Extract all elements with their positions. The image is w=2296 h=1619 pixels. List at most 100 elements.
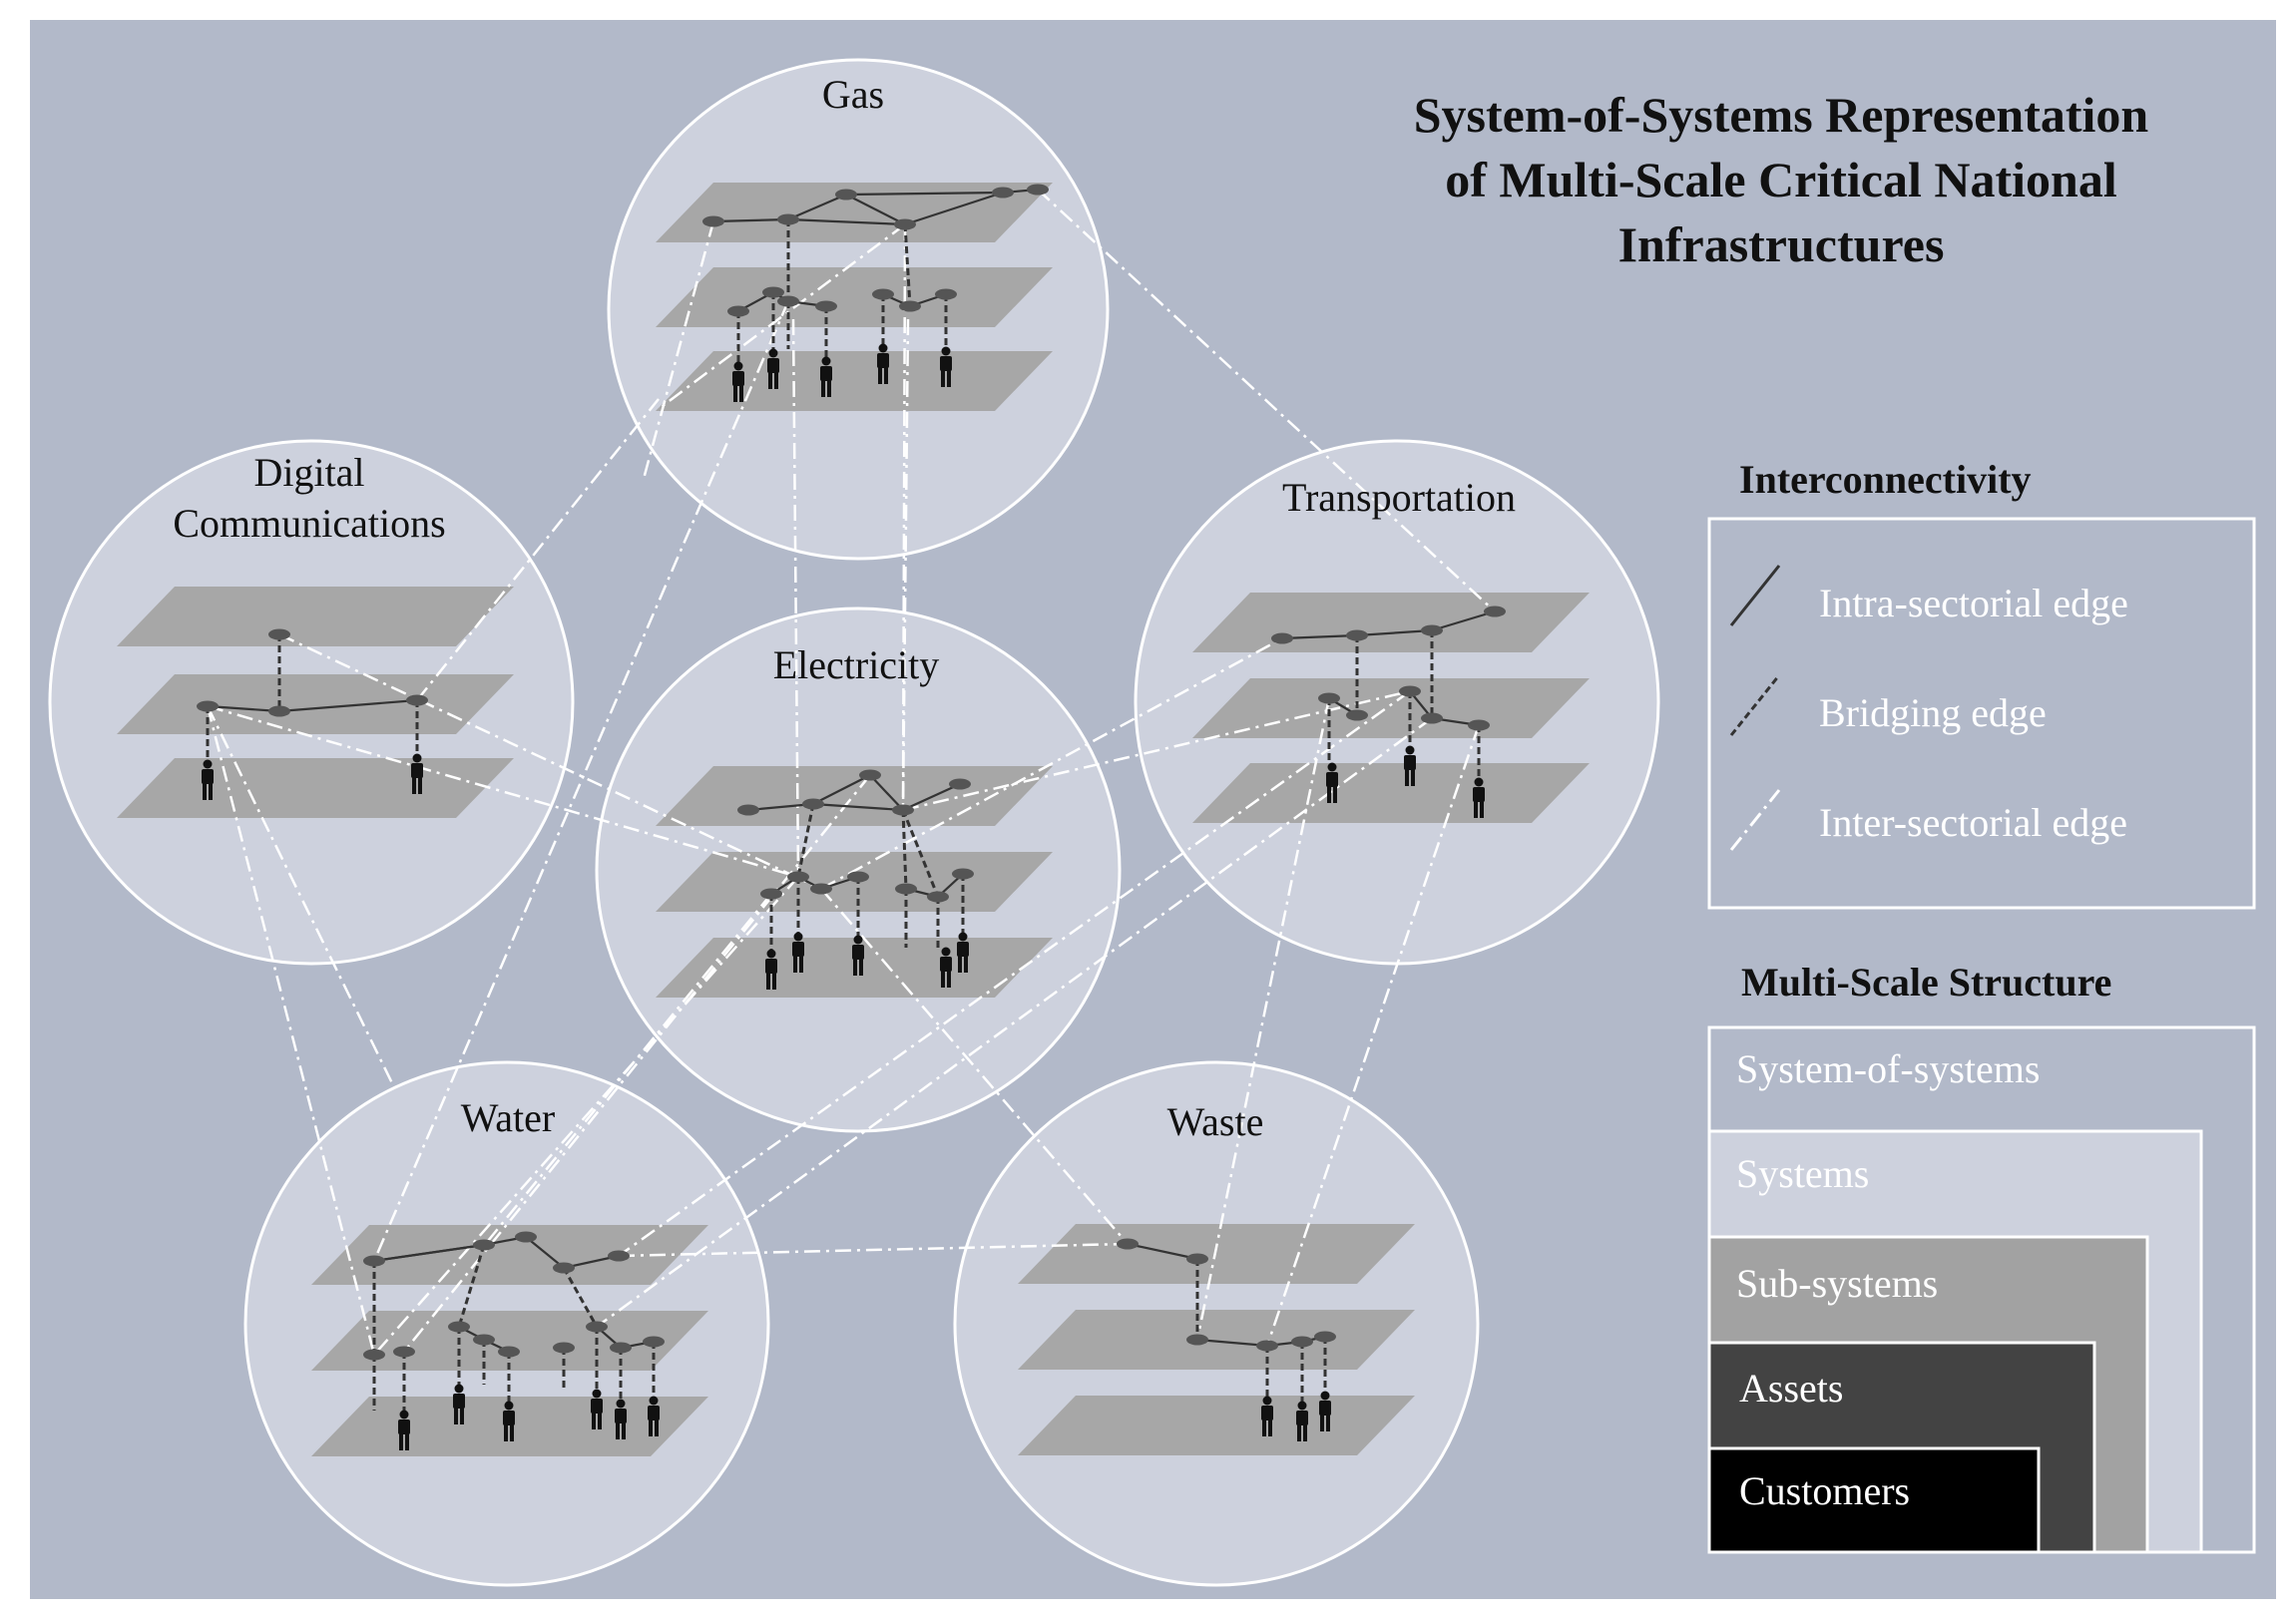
bridging-edges: [206, 219, 1481, 1411]
person-body: [1404, 755, 1416, 770]
node-transportation-e: [1318, 692, 1340, 704]
person-head: [766, 949, 776, 959]
person-head: [1262, 1396, 1272, 1406]
person-leg-left: [766, 973, 770, 990]
person-leg-left: [454, 1408, 458, 1424]
person-body: [615, 1409, 627, 1423]
person-icon-water-4: [591, 1389, 603, 1429]
node-electricity-g: [787, 871, 809, 883]
inter-sectorial-edge-6: [791, 318, 800, 878]
person-head: [853, 935, 863, 945]
person-body: [1261, 1406, 1273, 1420]
inter-sectorial-edge-10: [416, 398, 660, 701]
person-leg-left: [649, 1419, 653, 1436]
person-head: [649, 1396, 659, 1406]
person-icon-electricity-5: [957, 932, 969, 973]
person-leg-right: [655, 1419, 659, 1436]
node-waste-d: [1256, 1340, 1278, 1352]
node-water-k: [553, 1342, 575, 1354]
node-water-g: [393, 1346, 415, 1358]
label-water: Water: [461, 1095, 556, 1140]
person-icon-gas-4: [877, 343, 889, 384]
person-icon-gas-5: [940, 346, 952, 387]
person-head: [793, 932, 803, 942]
person-leg-right: [964, 956, 968, 973]
person-leg-left: [958, 956, 962, 973]
node-gas-c: [835, 189, 857, 201]
node-electricity-f: [760, 888, 782, 900]
person-icon-transportation-1: [1326, 762, 1338, 803]
person-head: [733, 361, 743, 371]
inter-sectorial-edge-7: [901, 318, 910, 811]
customer-icons: [202, 343, 1485, 1450]
person-body: [852, 945, 864, 960]
person-icon-gas-1: [732, 361, 744, 402]
level-assets-label: Assets: [1739, 1366, 1843, 1411]
person-head: [958, 932, 968, 942]
person-body: [648, 1406, 660, 1420]
node-digital-a: [268, 628, 290, 640]
bridging-edge-electricity-1: [796, 803, 815, 878]
person-leg-left: [399, 1433, 403, 1450]
person-body: [398, 1419, 410, 1434]
person-head: [504, 1401, 514, 1411]
node-water-a: [363, 1255, 385, 1267]
person-icon-gas-2: [767, 348, 779, 389]
person-leg-right: [774, 372, 778, 389]
person-leg-left: [203, 783, 207, 800]
node-digital-c: [268, 705, 290, 717]
inter-sectorial-edge-9: [207, 704, 799, 879]
node-electricity-k: [927, 891, 949, 903]
person-body: [940, 356, 952, 371]
person-leg-right: [405, 1433, 409, 1450]
person-leg-right: [460, 1408, 464, 1424]
person-icon-digital-1: [202, 759, 214, 800]
node-water-n: [643, 1336, 665, 1348]
node-gas-m: [935, 288, 957, 300]
person-leg-right: [947, 971, 951, 988]
node-electricity-j: [895, 883, 917, 895]
node-water-d: [553, 1262, 575, 1274]
node-electricity-c: [859, 769, 881, 781]
multiscale-heading: Multi-Scale Structure: [1741, 960, 2111, 1005]
person-icon-waste-3: [1319, 1391, 1331, 1431]
inter-sectorial-edge-2: [658, 222, 906, 411]
inter-sectorial-edge-8: [278, 632, 822, 891]
plane-digital-3: [117, 758, 514, 818]
person-body: [957, 942, 969, 957]
person-head: [768, 348, 778, 358]
person-leg-left: [793, 956, 797, 973]
person-head: [941, 947, 951, 957]
person-body: [1296, 1411, 1308, 1425]
plane-transportation-1: [1192, 593, 1590, 652]
person-leg-left: [878, 367, 882, 384]
label-gas: Gas: [822, 72, 884, 117]
node-water-e: [608, 1250, 630, 1262]
person-head: [1405, 745, 1415, 755]
node-transportation-h: [1421, 712, 1443, 724]
inter-sectorial-edge-17: [478, 893, 772, 1253]
node-gas-d: [894, 218, 916, 230]
person-leg-right: [884, 367, 888, 384]
node-gas-a: [702, 215, 724, 227]
node-transportation-i: [1468, 719, 1490, 731]
person-body: [792, 942, 804, 957]
person-head: [203, 759, 213, 769]
plane-waste-1: [1018, 1224, 1415, 1284]
person-head: [592, 1389, 602, 1399]
node-gas-b: [777, 213, 799, 225]
node-gas-g: [727, 305, 749, 317]
plane-gas-2: [656, 267, 1053, 327]
intra-edge-waste-2: [1196, 1338, 1268, 1348]
multiscale-nested-boxes: [1707, 1025, 2256, 1554]
inter-sectorial-edge-22: [618, 1242, 1129, 1258]
intra-edge-transportation-3: [1431, 609, 1496, 632]
node-transportation-f: [1346, 709, 1368, 721]
inter-edge-legend-icon: [1729, 789, 1781, 851]
person-leg-right: [739, 385, 743, 402]
person-icon-transportation-3: [1473, 777, 1485, 818]
node-digital-b: [197, 700, 219, 712]
node-waste-c: [1186, 1334, 1208, 1346]
plane-digital-1: [117, 587, 514, 646]
node-water-f: [363, 1349, 385, 1361]
